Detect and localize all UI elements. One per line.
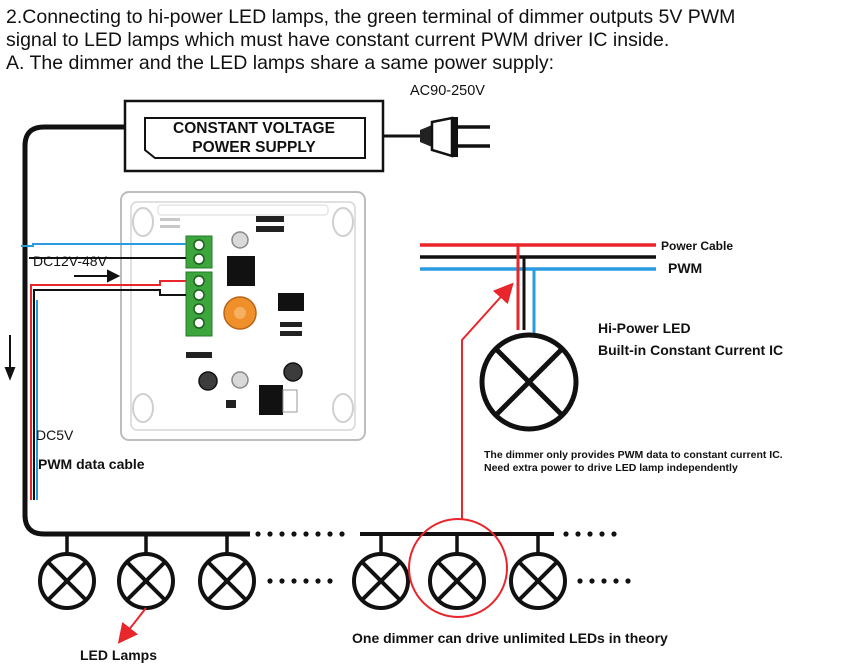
pwm-output-wire-red <box>30 280 186 500</box>
dc-input-label: DC12V-48V <box>33 253 108 269</box>
led-lamp-icon <box>509 552 567 610</box>
arrow-down-icon <box>4 335 16 381</box>
led-lamp-icon <box>428 552 486 610</box>
led-lamp-icon <box>352 552 410 610</box>
pwm-cable-label: PWM data cable <box>38 456 145 472</box>
pwm-label: PWM <box>668 260 702 276</box>
note-line-2: Need extra power to drive LED lamp indep… <box>484 462 738 474</box>
heading-line-2: signal to LED lamps which must have cons… <box>6 29 669 51</box>
led-lamp-icon <box>38 552 96 610</box>
arrow-right-icon <box>74 269 121 283</box>
ac-input-label: AC90-250V <box>410 83 485 99</box>
led-lamp-icon <box>479 332 579 432</box>
callout-line <box>461 282 514 519</box>
lamp-drops <box>65 534 540 554</box>
unlimited-label: One dimmer can drive unlimited LEDs in t… <box>352 630 668 646</box>
psu-label-line-2: POWER SUPPLY <box>192 139 316 156</box>
power-cable-label: Power Cable <box>661 239 733 253</box>
hipower-label-line-2: Built-in Constant Current IC <box>598 342 783 358</box>
psu-label-line-1: CONSTANT VOLTAGE <box>173 120 335 137</box>
heading-line-1: 2.Connecting to hi-power LED lamps, the … <box>6 6 735 28</box>
power-supply: CONSTANT VOLTAGE POWER SUPPLY <box>123 99 385 173</box>
pwm-output-wire-black <box>33 289 186 500</box>
hipower-label-line-1: Hi-Power LED <box>598 320 691 336</box>
dc-output-label: DC5V <box>36 427 74 443</box>
led-lamps-label: LED Lamps <box>80 647 157 663</box>
note-line-1: The dimmer only provides PWM data to con… <box>484 449 783 461</box>
bus-dots <box>255 531 631 584</box>
led-lamp-icon <box>198 552 256 610</box>
heading-line-3: A. The dimmer and the LED lamps share a … <box>6 52 554 74</box>
main-power-cable <box>22 124 250 537</box>
led-lamp-icon <box>117 552 175 610</box>
highlight-circle <box>408 518 508 618</box>
led-lamps-arrow <box>117 607 147 644</box>
dimmer-input-wire-blue <box>21 243 186 247</box>
dimmer-panel <box>120 191 366 441</box>
ac-plug-icon <box>383 116 490 158</box>
